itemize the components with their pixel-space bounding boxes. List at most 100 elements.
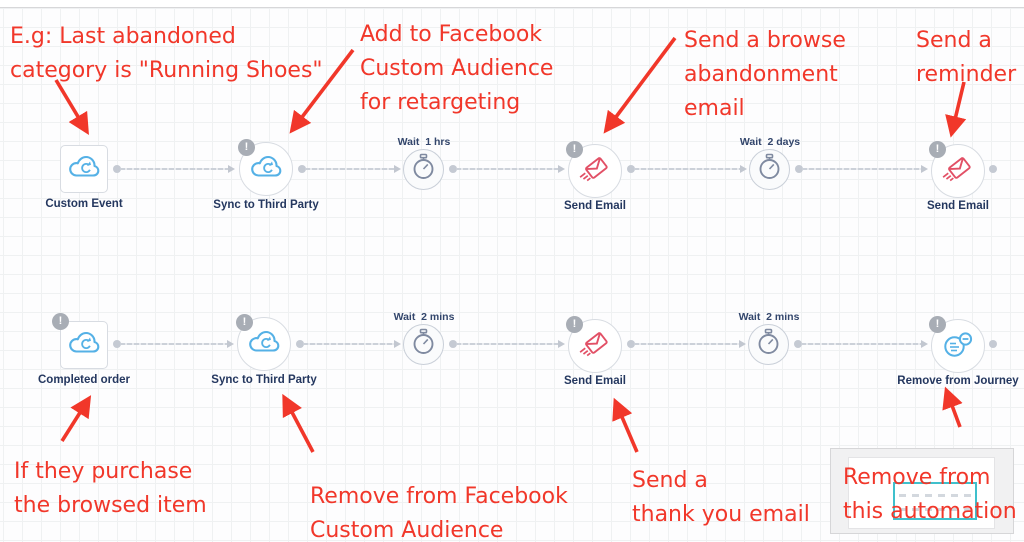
connector-line xyxy=(634,168,740,170)
connector-port xyxy=(627,165,635,173)
node-sync-to-third-party-2[interactable] xyxy=(237,317,291,371)
send-email-icon xyxy=(575,150,616,192)
connector-line xyxy=(305,168,394,170)
annotation-if-purchase: If they purchase the browsed item xyxy=(14,459,207,518)
connector-arrow-icon xyxy=(740,165,747,173)
warning-badge: ! xyxy=(929,141,946,158)
minimap-node xyxy=(951,508,958,511)
annotation-arrow xyxy=(603,36,677,134)
stopwatch-icon xyxy=(756,328,781,361)
connector-arrow-icon xyxy=(558,165,565,173)
canvas-top-border xyxy=(0,7,1024,8)
cloud-sync-icon xyxy=(66,154,102,185)
annotation-remove-automation: Remove from this automation xyxy=(843,465,1017,524)
node-label: Send Email xyxy=(564,375,626,387)
connector-arrow-icon xyxy=(558,340,565,348)
stopwatch-icon xyxy=(411,328,436,361)
minimap-viewport[interactable] xyxy=(893,482,977,520)
node-wait-2[interactable] xyxy=(749,149,790,190)
warning-badge: ! xyxy=(52,313,69,330)
connector-line xyxy=(634,343,739,345)
minimap[interactable] xyxy=(830,448,1014,534)
minimap-canvas xyxy=(848,457,995,529)
node-wait-1[interactable] xyxy=(403,149,444,190)
annotation-arrow xyxy=(612,397,639,453)
minimap-node xyxy=(925,494,932,497)
minimap-node xyxy=(938,508,945,511)
annotation-send-reminder: Send a reminder xyxy=(916,28,1017,87)
minimap-node xyxy=(899,494,906,497)
connector-arrow-icon xyxy=(921,165,928,173)
node-label: Custom Event xyxy=(45,198,123,210)
minimap-node xyxy=(938,494,945,497)
connector-line xyxy=(456,168,558,170)
stopwatch-icon xyxy=(757,153,782,186)
connector-arrow-icon xyxy=(921,340,928,348)
connector-arrow-icon xyxy=(739,340,746,348)
top-strip xyxy=(0,0,1024,7)
annotation-arrow xyxy=(942,386,963,428)
annotation-last-abandoned: E.g: Last abandoned category is "Running… xyxy=(10,24,323,83)
connector-port xyxy=(989,340,997,348)
connector-port xyxy=(298,165,306,173)
annotation-arrow xyxy=(60,395,92,442)
node-label: Send Email xyxy=(564,200,626,212)
connector-port xyxy=(113,165,121,173)
minimap-node xyxy=(951,494,958,497)
node-wait-3[interactable] xyxy=(403,324,444,365)
wait-label: Wait 2 mins xyxy=(738,311,800,323)
warning-badge: ! xyxy=(236,314,253,331)
minimap-node xyxy=(925,508,932,511)
node-label: Remove from Journey xyxy=(897,375,1019,387)
connector-port xyxy=(296,340,304,348)
connector-line xyxy=(456,343,558,345)
annotation-arrow xyxy=(282,393,315,453)
connector-port xyxy=(627,340,635,348)
annotation-browse-abandonment: Send a browse abandonment email xyxy=(684,28,846,121)
minimap-node xyxy=(912,508,919,511)
wait-label: Wait 2 days xyxy=(739,136,801,148)
send-email-icon xyxy=(938,150,979,192)
annotation-thank-you: Send a thank you email xyxy=(632,468,810,527)
warning-badge: ! xyxy=(929,316,946,333)
send-email-icon xyxy=(575,325,616,367)
connector-arrow-icon xyxy=(227,340,234,348)
node-label: Send Email xyxy=(927,200,989,212)
connector-line xyxy=(802,168,921,170)
connector-port xyxy=(794,340,802,348)
connector-line xyxy=(120,343,227,345)
warning-badge: ! xyxy=(566,141,583,158)
cloud-sync-icon xyxy=(248,154,284,185)
remove-member-icon xyxy=(941,330,975,363)
connector-port xyxy=(449,165,457,173)
connector-arrow-icon xyxy=(394,340,401,348)
connector-port xyxy=(113,340,121,348)
minimap-node xyxy=(899,508,906,511)
annotation-remove-facebook: Remove from Facebook Custom Audience xyxy=(310,484,568,542)
node-wait-4[interactable] xyxy=(748,324,789,365)
connector-arrow-icon xyxy=(228,165,235,173)
wait-label: Wait 1 hrs xyxy=(397,136,451,148)
minimap-node xyxy=(912,494,919,497)
connector-arrow-icon xyxy=(394,165,401,173)
cloud-sync-icon xyxy=(66,330,102,361)
warning-badge: ! xyxy=(566,316,583,333)
stopwatch-icon xyxy=(411,153,436,186)
cloud-sync-icon xyxy=(246,329,282,360)
minimap-node xyxy=(964,508,971,511)
connector-line xyxy=(120,168,228,170)
connector-port xyxy=(795,165,803,173)
connector-line xyxy=(303,343,394,345)
warning-badge: ! xyxy=(238,139,255,156)
annotation-add-to-facebook: Add to Facebook Custom Audience for reta… xyxy=(360,22,554,115)
connector-line xyxy=(801,343,921,345)
minimap-node xyxy=(964,494,971,497)
node-label: Sync to Third Party xyxy=(211,374,317,386)
node-label: Completed order xyxy=(37,374,130,386)
connector-port xyxy=(449,340,457,348)
connector-port xyxy=(989,165,997,173)
node-completed-order[interactable] xyxy=(60,321,108,369)
node-custom-event[interactable] xyxy=(60,145,108,193)
wait-label: Wait 2 mins xyxy=(393,311,455,323)
